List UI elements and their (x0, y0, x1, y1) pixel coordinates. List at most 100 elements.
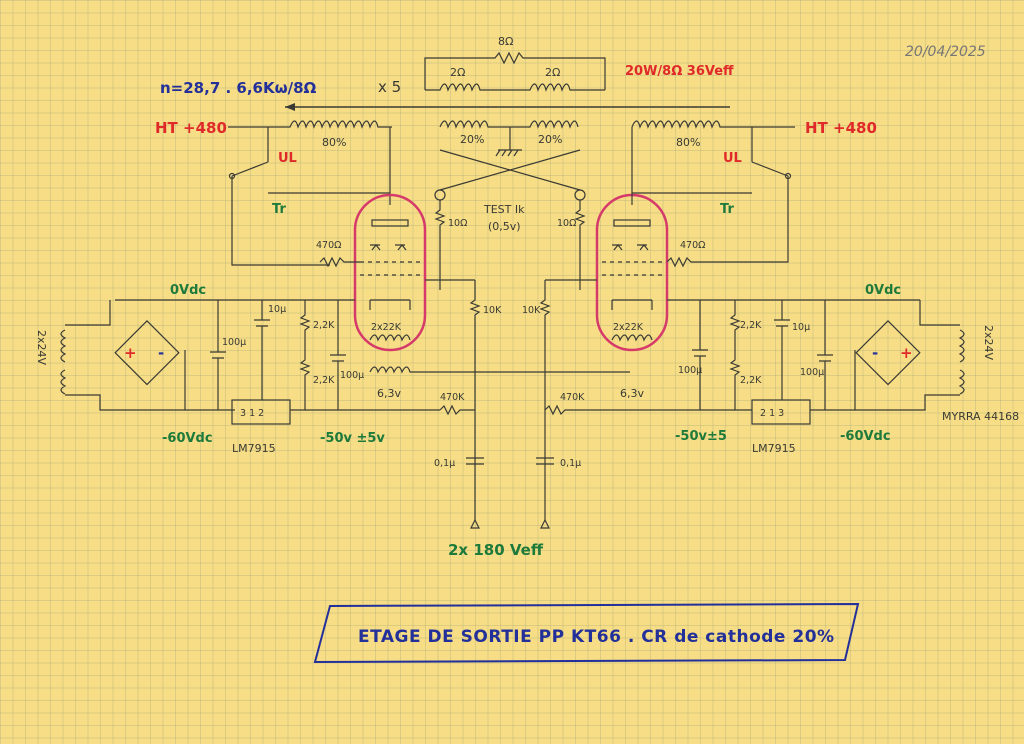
left-grid-res-label: 470Ω (316, 240, 341, 251)
right-grid-leak-label: 10K (522, 305, 541, 316)
left-cathode-res-label: 10Ω (448, 218, 467, 229)
tap-right-label: 20% (538, 133, 562, 146)
right-cap3-label: 100µ (678, 365, 702, 376)
date-label: 20/04/2025 (905, 44, 986, 60)
heater-link (369, 366, 630, 374)
core-arrow (285, 103, 295, 111)
test-point-right[interactable] (574, 189, 586, 201)
left-neg50-label: -50v ±5v (320, 431, 385, 446)
right-ul-switch (751, 161, 789, 263)
right-cap-1 (774, 300, 790, 400)
left-coupling-label: 0,1µ (434, 458, 455, 469)
left-primary: HT +480 80% UL Tr (155, 119, 392, 266)
left-cap3-label: 100µ (340, 370, 364, 381)
left-ht-label: HT +480 (155, 119, 227, 137)
right-cap-2 (817, 300, 833, 410)
coil-left-label: 2Ω (450, 66, 465, 79)
power-spec-label: 20W/8Ω 36Veff (625, 64, 734, 79)
right-transformer-coil (958, 329, 965, 395)
right-primary: HT +480 80% UL Tr (631, 119, 877, 263)
right-transformer-wires (855, 300, 960, 411)
right-heater (611, 334, 653, 342)
left-grid-leak-label: 10K (483, 305, 502, 316)
left-supply-label: 0Vdc (170, 283, 206, 298)
left-cap-1 (210, 300, 226, 410)
cross-wires (439, 149, 581, 191)
left-tr-label: Tr (272, 202, 286, 217)
right-series-res (544, 404, 580, 416)
right-neg50-label: -50v±5 (675, 429, 727, 444)
left-ul-switch (231, 161, 330, 266)
right-transformer-ref: MYRRA 44168 (942, 410, 1019, 423)
right-grid-resistor (666, 256, 780, 268)
right-grid-res-label: 470Ω (680, 240, 705, 251)
title-frame (313, 602, 860, 664)
secondary-coils (425, 83, 605, 92)
right-switch-node (784, 172, 792, 180)
right-tube-plate (613, 219, 651, 227)
load-label: 8Ω (498, 35, 513, 48)
right-input-terminal[interactable] (540, 518, 550, 529)
left-primary-coil (228, 120, 392, 129)
left-cap2-label: 10µ (268, 304, 286, 315)
output-secondary: 8Ω 2Ω 2Ω (285, 35, 730, 111)
test-point-left[interactable] (434, 189, 446, 201)
left-series-res-label: 470K (440, 392, 465, 403)
right-coupling-cap (536, 457, 554, 465)
input-networks: 10K 470K 0,1µ 10K 470K 0,1µ 2x 180 Veff (434, 280, 585, 559)
left-switch-node (228, 172, 236, 180)
left-transformer-wires (65, 300, 185, 411)
right-neg60-label: -60Vdc (840, 429, 891, 444)
right-cap2-label: 100µ (800, 367, 824, 378)
right-bridge-out (810, 350, 856, 411)
right-reg-pins: 2 1 3 (760, 408, 784, 419)
left-neg60-label: -60Vdc (162, 431, 213, 446)
right-bridge (855, 320, 921, 386)
transformer-ratio-label: n=28,7 . 6,6Kω/8Ω (160, 79, 317, 97)
left-divider (290, 300, 311, 411)
right-cap1-label: 10µ (792, 322, 810, 333)
right-coupling-label: 0,1µ (560, 458, 581, 469)
right-cath-pair-label: 2x22K (613, 322, 644, 333)
coil-right-label: 2Ω (545, 66, 560, 79)
right-regulator-label: LM7915 (752, 442, 796, 455)
right-bridge-plus: + (900, 344, 913, 362)
left-tube-envelope (353, 193, 427, 352)
left-transformer-coil (60, 329, 67, 395)
right-cathode (611, 299, 653, 310)
left-tube: 2x22K 6,3v 470Ω (316, 193, 630, 400)
right-primary-tap: 80% (676, 136, 700, 149)
left-grid-resistor (319, 256, 360, 268)
left-regulator (231, 399, 291, 425)
left-heater-label: 6,3v (377, 387, 401, 400)
left-transformer-label: 2x24V (35, 330, 48, 366)
test-value: (0,5v) (488, 220, 521, 233)
right-ht-label: HT +480 (805, 119, 877, 137)
right-res1-label: 2,2K (740, 320, 762, 331)
right-heater-label: 6,3v (620, 387, 644, 400)
right-tube-beams (612, 244, 649, 251)
center-coils (439, 120, 579, 129)
right-primary-coil (631, 120, 795, 129)
left-input-terminal[interactable] (470, 518, 480, 529)
right-transformer-label: 2x24V (982, 325, 995, 361)
left-cap1-label: 100µ (222, 337, 246, 348)
left-cath-pair-label: 2x22K (371, 322, 402, 333)
left-reg-pins: 3 1 2 (240, 408, 264, 419)
left-res1-label: 2,2K (313, 320, 335, 331)
right-cap-3 (692, 300, 708, 410)
right-grid-leak (539, 280, 551, 520)
left-grid-leak (469, 280, 481, 520)
left-cathode (369, 299, 411, 310)
title-text: ETAGE DE SORTIE PP KT66 . CR de cathode … (358, 627, 835, 647)
right-bias-supply: 0Vdc 2x24V - + MYRRA 44168 -60Vdc 2 1 3 … (580, 283, 1019, 455)
left-regulator-label: LM7915 (232, 442, 276, 455)
right-divider (729, 300, 752, 411)
right-regulator (751, 399, 811, 425)
left-heater (369, 334, 411, 342)
right-tr-label: Tr (720, 202, 734, 217)
load-resistor (424, 51, 606, 90)
left-ul-label: UL (278, 151, 297, 166)
left-bridge-minus: - (158, 344, 164, 362)
